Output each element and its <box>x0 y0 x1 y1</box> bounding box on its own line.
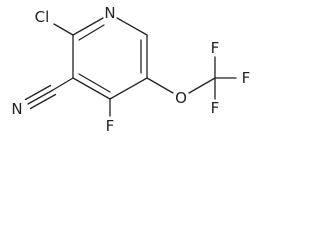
atom-n-ring: N <box>104 4 115 22</box>
atom-f-right: F <box>242 69 251 87</box>
bond-c4-c3-inner <box>78 73 111 93</box>
atom-f-ring: F <box>106 117 115 135</box>
bond-nitrile-3 <box>29 93 57 110</box>
atom-f-bottom: F <box>211 99 220 117</box>
bond-nitrile-2 <box>24 84 52 101</box>
bond-c3-cnitrile <box>52 77 74 91</box>
atom-labels: N Cl N F O F F F <box>11 4 250 135</box>
bond-c5-c4 <box>109 77 148 100</box>
chemical-structure-diagram: N Cl N F O F F F <box>11 4 250 135</box>
bond-c2-n <box>72 17 104 36</box>
pyridine-ring <box>72 17 148 100</box>
substituent-bonds <box>24 23 237 117</box>
atom-cl: Cl <box>35 8 50 26</box>
bond-c2-cl <box>53 23 74 36</box>
bond-c2-n-inner <box>78 24 105 41</box>
atom-f-top: F <box>211 39 220 57</box>
bond-c4-c3 <box>72 77 111 100</box>
bond-n-c6 <box>116 17 148 36</box>
bond-nitrile-1 <box>27 89 54 105</box>
bond-c5-o <box>146 77 174 94</box>
atom-n-nitrile: N <box>11 100 22 118</box>
bond-o-ccf3 <box>188 77 216 94</box>
atom-o: O <box>175 89 187 107</box>
